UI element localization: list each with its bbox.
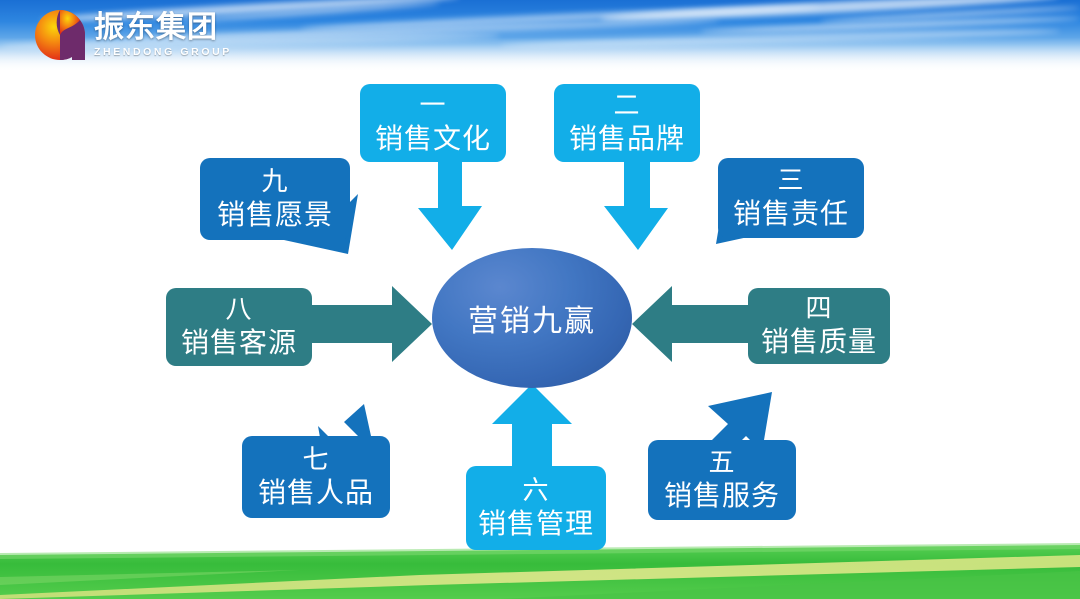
node-5-number: 五 bbox=[708, 447, 736, 478]
node-4-number: 四 bbox=[805, 293, 833, 324]
node-9[interactable]: 九 销售愿景 bbox=[200, 158, 350, 240]
arrow-from-node-1 bbox=[418, 150, 482, 250]
zhendong-circle-logo-icon bbox=[35, 10, 85, 60]
node-5[interactable]: 五 销售服务 bbox=[648, 440, 796, 520]
node-6[interactable]: 六 销售管理 bbox=[466, 466, 606, 550]
node-2[interactable]: 二 销售品牌 bbox=[554, 84, 700, 162]
node-8-number: 八 bbox=[225, 294, 253, 325]
node-9-label: 销售愿景 bbox=[216, 197, 333, 231]
node-9-number: 九 bbox=[261, 166, 289, 197]
company-logo: 振东集团 ZHENDONG GROUP bbox=[34, 9, 232, 61]
center-node[interactable]: 营销九赢 bbox=[432, 248, 632, 388]
arrow-from-node-5 bbox=[708, 392, 772, 474]
node-4[interactable]: 四 销售质量 bbox=[748, 288, 890, 364]
node-6-number: 六 bbox=[522, 475, 550, 506]
node-7[interactable]: 七 销售人品 bbox=[242, 436, 390, 518]
sky-background bbox=[0, 0, 1080, 72]
arrow-from-node-2 bbox=[604, 150, 668, 250]
arrow-from-node-8 bbox=[312, 286, 432, 362]
center-node-label: 营销九赢 bbox=[468, 304, 596, 339]
grass-field-background bbox=[0, 543, 1080, 599]
node-3-label: 销售责任 bbox=[732, 196, 849, 230]
node-5-label: 销售服务 bbox=[663, 478, 780, 512]
logo-name-en: ZHENDONG GROUP bbox=[94, 45, 232, 58]
node-3-number: 三 bbox=[777, 165, 805, 196]
node-8-label: 销售客源 bbox=[180, 325, 297, 359]
node-3[interactable]: 三 销售责任 bbox=[718, 158, 864, 238]
node-7-label: 销售人品 bbox=[257, 475, 374, 509]
node-7-number: 七 bbox=[302, 444, 330, 475]
node-1-number: 一 bbox=[419, 90, 447, 121]
logo-name-cn: 振东集团 bbox=[94, 9, 218, 45]
node-4-label: 销售质量 bbox=[760, 324, 877, 358]
arrow-from-node-4 bbox=[632, 286, 752, 362]
node-2-number: 二 bbox=[613, 90, 641, 121]
node-1[interactable]: 一 销售文化 bbox=[360, 84, 506, 162]
node-6-label: 销售管理 bbox=[477, 506, 594, 540]
node-1-label: 销售文化 bbox=[374, 121, 491, 155]
node-2-label: 销售品牌 bbox=[568, 121, 685, 155]
node-8[interactable]: 八 销售客源 bbox=[166, 288, 312, 366]
